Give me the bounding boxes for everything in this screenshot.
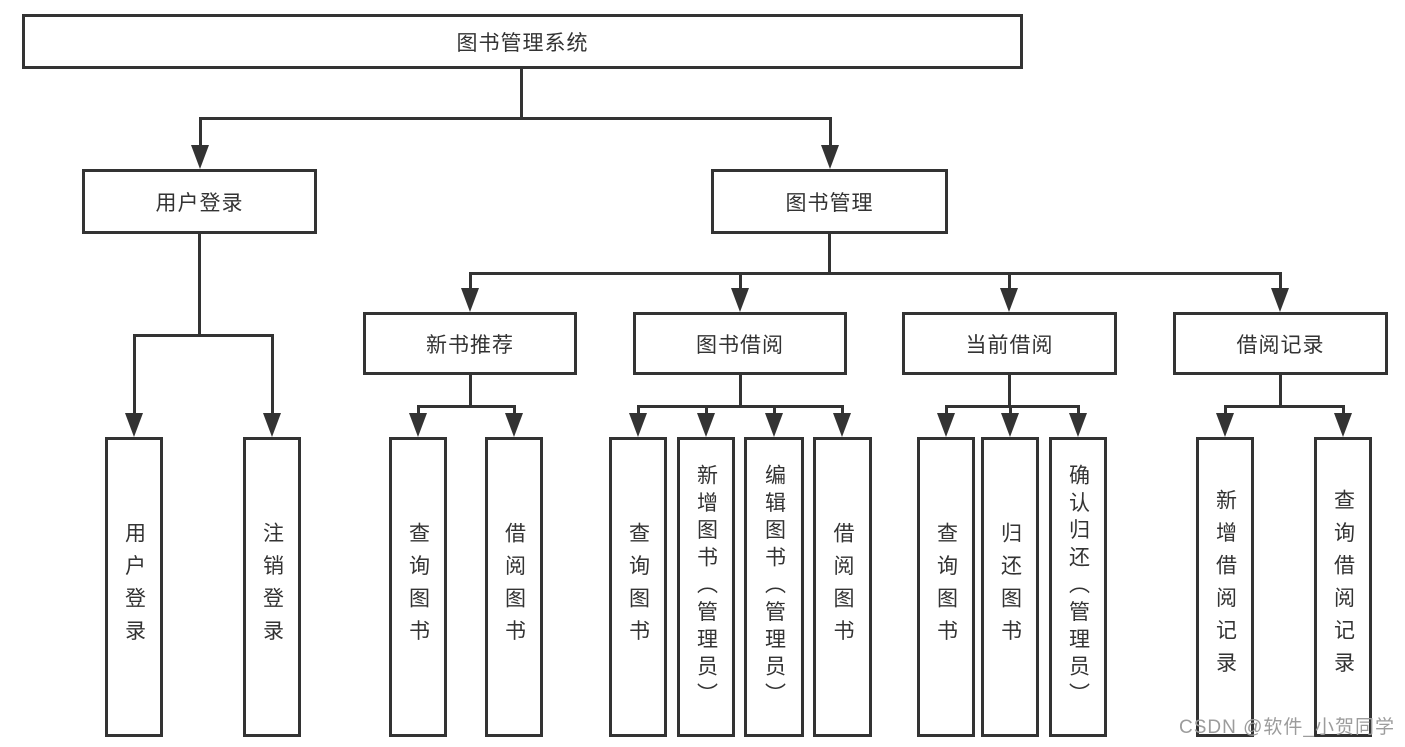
connector-arrowhead xyxy=(1069,413,1087,437)
node-root: 图书管理系统 xyxy=(22,14,1023,69)
connector-arrowhead xyxy=(505,413,523,437)
leaf-query-books-current: 查询图书 xyxy=(917,437,975,737)
connector-arrowhead xyxy=(697,413,715,437)
connector-vline xyxy=(828,233,831,275)
connector-arrowhead xyxy=(1001,413,1019,437)
connector-vline xyxy=(841,405,844,416)
connector-arrowhead xyxy=(263,413,281,437)
connector-hline xyxy=(417,405,516,408)
leaf-return-books: 归还图书 xyxy=(981,437,1039,737)
leaf-add-borrow-record: 新增借阅记录 xyxy=(1196,437,1254,737)
connector-vline xyxy=(1008,375,1011,408)
connector-vline xyxy=(773,405,776,416)
leaf-query-borrow-record: 查询借阅记录 xyxy=(1314,437,1372,737)
connector-vline xyxy=(739,272,742,290)
connector-vline xyxy=(739,375,742,408)
node-new-book-recommend: 新书推荐 xyxy=(363,312,577,375)
connector-vline xyxy=(1008,272,1011,290)
connector-vline xyxy=(829,117,832,147)
connector-vline xyxy=(1279,375,1282,408)
connector-vline xyxy=(705,405,708,416)
connector-hline xyxy=(199,117,832,120)
connector-arrowhead xyxy=(765,413,783,437)
connector-arrowhead xyxy=(461,288,479,312)
connector-vline xyxy=(199,117,202,147)
leaf-edit-books-admin: 编辑图书（管理员） xyxy=(744,437,804,737)
leaf-user-login: 用户登录 xyxy=(105,437,163,737)
connector-vline xyxy=(945,405,948,416)
leaf-query-books-borrow: 查询图书 xyxy=(609,437,667,737)
connector-arrowhead xyxy=(409,413,427,437)
node-user-login: 用户登录 xyxy=(82,169,317,234)
connector-arrowhead xyxy=(629,413,647,437)
connector-hline xyxy=(945,405,1080,408)
connector-arrowhead xyxy=(191,145,209,169)
connector-hline xyxy=(469,272,1281,275)
connector-hline xyxy=(637,405,843,408)
node-book-borrow: 图书借阅 xyxy=(633,312,847,375)
connector-vline xyxy=(469,375,472,408)
connector-vline xyxy=(1224,405,1227,416)
leaf-query-books-recommend: 查询图书 xyxy=(389,437,447,737)
connector-vline xyxy=(198,234,201,336)
connector-vline xyxy=(1279,272,1282,290)
connector-arrowhead xyxy=(731,288,749,312)
connector-arrowhead xyxy=(833,413,851,437)
connector-arrowhead xyxy=(1216,413,1234,437)
connector-arrowhead xyxy=(1000,288,1018,312)
leaf-borrow-books-recommend: 借阅图书 xyxy=(485,437,543,737)
connector-vline xyxy=(271,334,274,415)
leaf-confirm-return-admin: 确认归还（管理员） xyxy=(1049,437,1107,737)
connector-hline xyxy=(133,334,274,337)
connector-vline xyxy=(513,405,516,416)
connector-vline xyxy=(1077,405,1080,416)
connector-hline xyxy=(1224,405,1345,408)
connector-vline xyxy=(133,334,136,415)
connector-arrowhead xyxy=(125,413,143,437)
connector-arrowhead xyxy=(1271,288,1289,312)
leaf-borrow-books: 借阅图书 xyxy=(813,437,872,737)
connector-vline xyxy=(1342,405,1345,416)
connector-vline xyxy=(417,405,420,416)
connector-vline xyxy=(637,405,640,416)
connector-vline xyxy=(520,69,523,118)
csdn-watermark: CSDN @软件_小贺同学 xyxy=(1179,717,1395,738)
connector-vline xyxy=(1009,405,1012,416)
connector-arrowhead xyxy=(821,145,839,169)
leaf-logout: 注销登录 xyxy=(243,437,301,737)
connector-vline xyxy=(469,272,472,290)
leaf-add-books-admin: 新增图书（管理员） xyxy=(677,437,735,737)
node-book-management: 图书管理 xyxy=(711,169,948,234)
node-current-borrow: 当前借阅 xyxy=(902,312,1117,375)
connector-arrowhead xyxy=(937,413,955,437)
node-borrow-records: 借阅记录 xyxy=(1173,312,1388,375)
connector-arrowhead xyxy=(1334,413,1352,437)
